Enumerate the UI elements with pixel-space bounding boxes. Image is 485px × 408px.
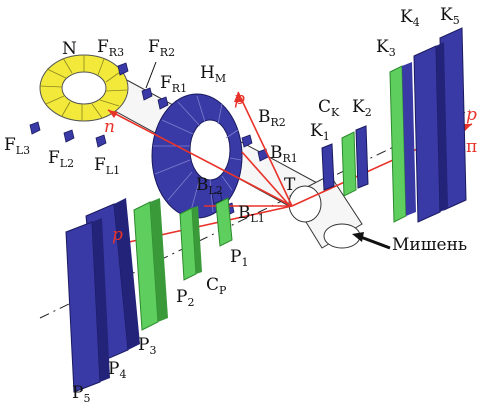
label-n: N: [62, 39, 77, 59]
counter-bl2: [211, 190, 223, 205]
label-p2: P2: [176, 287, 194, 309]
label-fl2: FL2: [48, 148, 74, 170]
counter-br2: [241, 134, 253, 148]
counter-fl3: [29, 121, 41, 135]
target-arrow: [357, 234, 391, 250]
label-p4: P4: [108, 359, 126, 381]
label-p-left: p: [112, 225, 123, 245]
label-br2: BR2: [258, 107, 286, 129]
magnets-p: [65, 198, 140, 393]
magnet-n: [39, 54, 129, 122]
counter-fr1: [157, 96, 169, 110]
label-ck: CK: [318, 97, 340, 119]
label-p-right: p: [466, 105, 477, 125]
label-target: Мишень: [392, 235, 467, 255]
arrow-p-up: [234, 92, 242, 102]
counters-p: [133, 197, 233, 331]
label-k2: K2: [352, 97, 372, 119]
counters-k: [321, 27, 467, 223]
label-pi: π: [466, 137, 477, 157]
counter-ck: [341, 131, 357, 197]
counter-p1: [215, 197, 233, 247]
counter-fr3: [117, 62, 129, 76]
label-p5: P5: [72, 383, 90, 405]
label-n-particle: n: [104, 117, 115, 137]
label-bl2: BL2: [196, 175, 223, 197]
arrow-n: [108, 110, 118, 118]
counter-k2: [355, 125, 369, 189]
label-fr2: FR2: [148, 37, 175, 59]
label-k4: K4: [400, 7, 420, 29]
counter-fl1: [95, 134, 107, 148]
label-hm: HM: [200, 63, 226, 85]
label-cp: CP: [206, 275, 227, 297]
label-fr1: FR1: [160, 73, 187, 95]
label-bl1: BL1: [238, 203, 265, 225]
label-k1: K1: [310, 121, 330, 143]
label-p3: P3: [138, 335, 156, 357]
counter-k1: [321, 143, 335, 191]
counter-fl2: [63, 129, 75, 143]
magnet-k4: [413, 45, 441, 223]
counter-fr2: [141, 87, 153, 101]
label-br1: BR1: [270, 143, 298, 165]
label-fl1: FL1: [94, 155, 120, 177]
label-k3: K3: [376, 37, 396, 59]
label-k5: K5: [440, 5, 460, 27]
label-p1: P1: [230, 247, 248, 269]
label-t: T: [284, 175, 296, 195]
label-fr3: FR3: [97, 37, 124, 59]
label-p-up: p: [234, 89, 245, 109]
label-fl3: FL3: [4, 135, 30, 157]
